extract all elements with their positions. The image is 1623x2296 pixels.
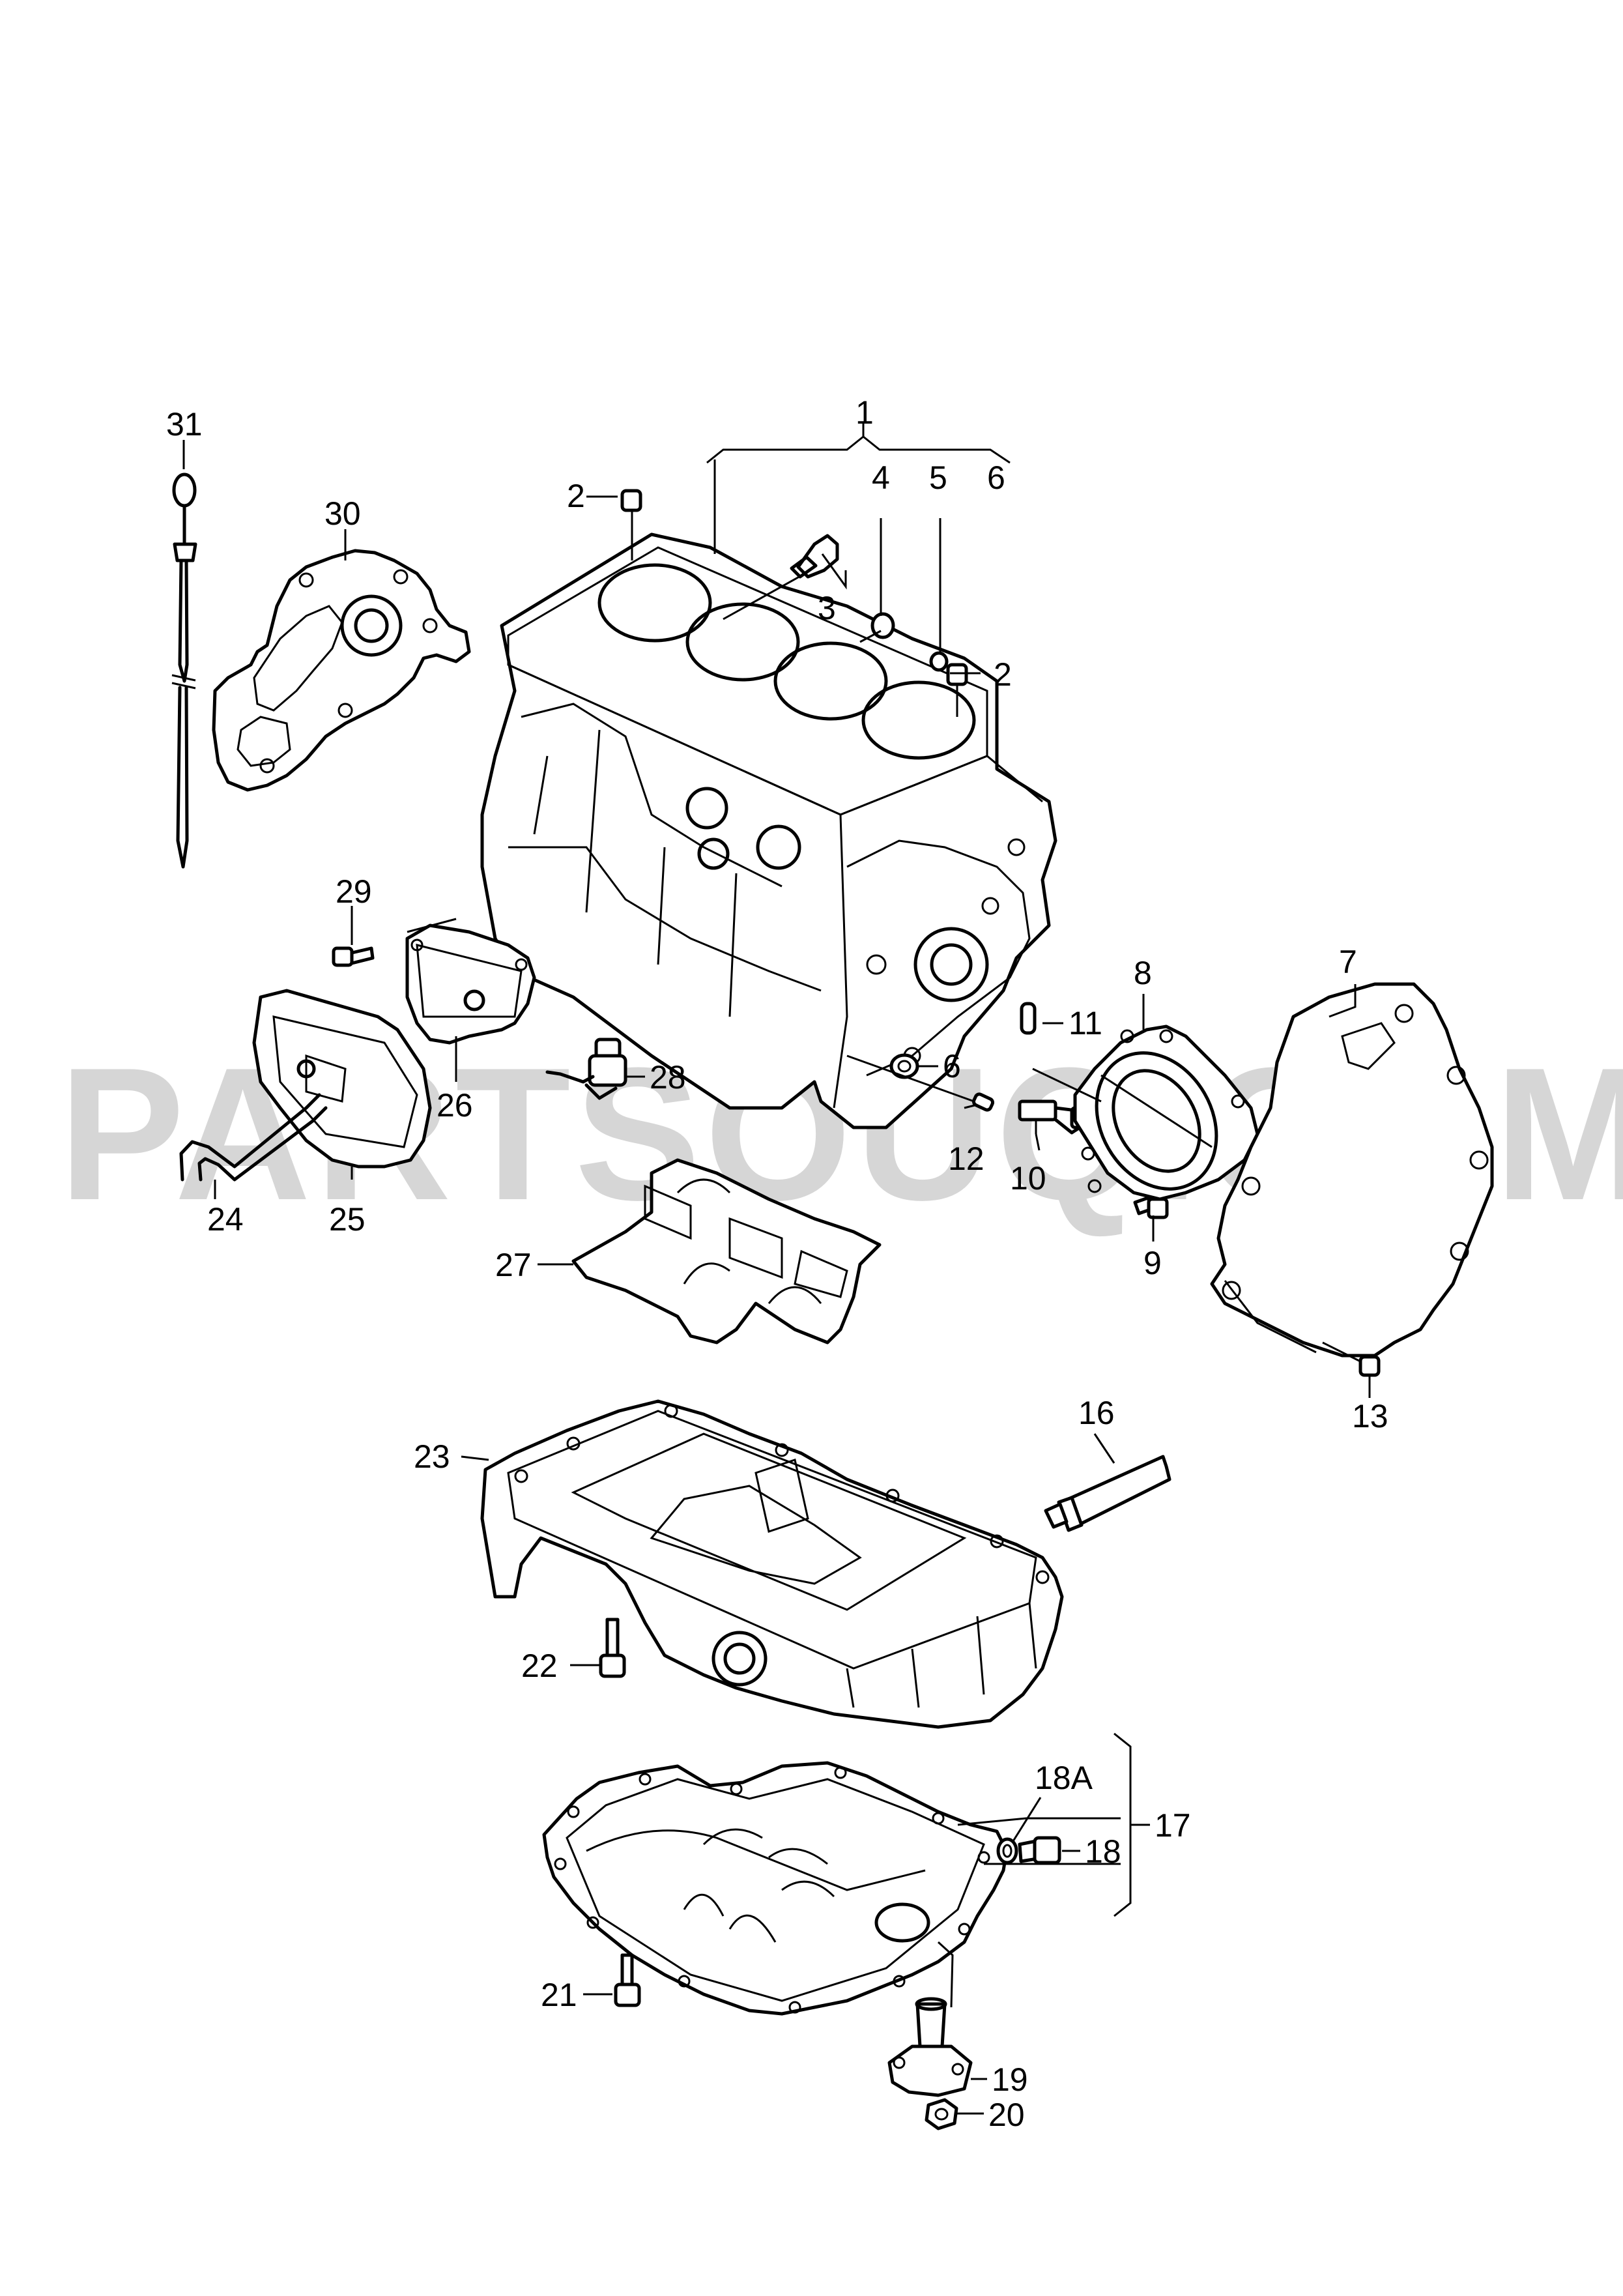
drain-plug-18[interactable]: [1018, 1836, 1061, 1865]
dowel-pin-11[interactable]: [1020, 1002, 1037, 1035]
callout-10: 10: [1010, 1160, 1046, 1197]
callout-11: 11: [1069, 1005, 1102, 1041]
dowel-13[interactable]: [1322, 1341, 1381, 1377]
callout-23: 23: [414, 1438, 450, 1475]
callout-2-upper: 2: [567, 478, 585, 514]
callout-3: 3: [818, 590, 836, 626]
bolt-9[interactable]: [1133, 1196, 1169, 1219]
callout-24: 24: [207, 1201, 244, 1238]
intermediate-plate[interactable]: [1210, 982, 1494, 1358]
oil-dipstick[interactable]: [171, 472, 197, 869]
callout-5: 5: [929, 459, 947, 496]
callout-26: 26: [437, 1087, 473, 1124]
seal-ring-18a[interactable]: [996, 1837, 1018, 1865]
callout-18: 18: [1085, 1833, 1121, 1870]
callout-17: 17: [1155, 1807, 1191, 1844]
pin-12[interactable]: [846, 1054, 995, 1112]
bolt-22[interactable]: [599, 1618, 626, 1678]
callout-2-right: 2: [994, 656, 1012, 693]
callout-21: 21: [541, 1977, 577, 2013]
dowel-sleeve-right[interactable]: [946, 663, 968, 717]
callout-1: 1: [855, 394, 874, 431]
callout-29: 29: [336, 873, 372, 910]
bolt-21[interactable]: [614, 1953, 641, 2007]
oil-pump-cover[interactable]: [212, 549, 471, 792]
oil-baffle[interactable]: [571, 1158, 882, 1344]
callout-6: 6: [943, 1048, 961, 1084]
callout-27: 27: [495, 1247, 532, 1283]
sealant-tube[interactable]: [1044, 1455, 1171, 1532]
oil-pressure-switch[interactable]: [545, 1038, 627, 1100]
oil-level-sensor[interactable]: [887, 1997, 973, 2097]
callout-7: 7: [1339, 944, 1357, 980]
callout-8: 8: [1134, 955, 1152, 991]
nut-20[interactable]: [925, 2098, 958, 2130]
callout-22: 22: [521, 1648, 558, 1684]
oil-separator-cover[interactable]: [405, 918, 536, 1045]
callout-30: 30: [324, 495, 361, 532]
bolt-29[interactable]: [332, 946, 375, 967]
callout-25: 25: [329, 1201, 366, 1238]
oil-spray-jet[interactable]: [723, 534, 839, 620]
crankcase-breather-cover[interactable]: [252, 989, 432, 1169]
callout-9: 9: [1143, 1245, 1162, 1281]
breather-hose[interactable]: [179, 1093, 328, 1182]
plug-4[interactable]: [859, 612, 895, 643]
dowel-sleeve-upper[interactable]: [620, 489, 642, 560]
callout-31: 31: [166, 406, 203, 443]
callout-16: 16: [1078, 1395, 1115, 1431]
callout-12: 12: [948, 1141, 984, 1177]
callout-13: 13: [1352, 1398, 1388, 1434]
callout-4: 4: [872, 459, 890, 496]
seal-plug-5[interactable]: [929, 651, 949, 672]
callout-20: 20: [988, 2097, 1025, 2133]
callout-28: 28: [650, 1059, 686, 1096]
callout-19: 19: [992, 2061, 1028, 2098]
lower-oil-pan[interactable]: [542, 1761, 1009, 2016]
callout-18a: 18A: [1035, 1760, 1093, 1796]
upper-oil-pan[interactable]: [480, 1399, 1064, 1729]
callout-6-bracket: 6: [987, 459, 1005, 496]
